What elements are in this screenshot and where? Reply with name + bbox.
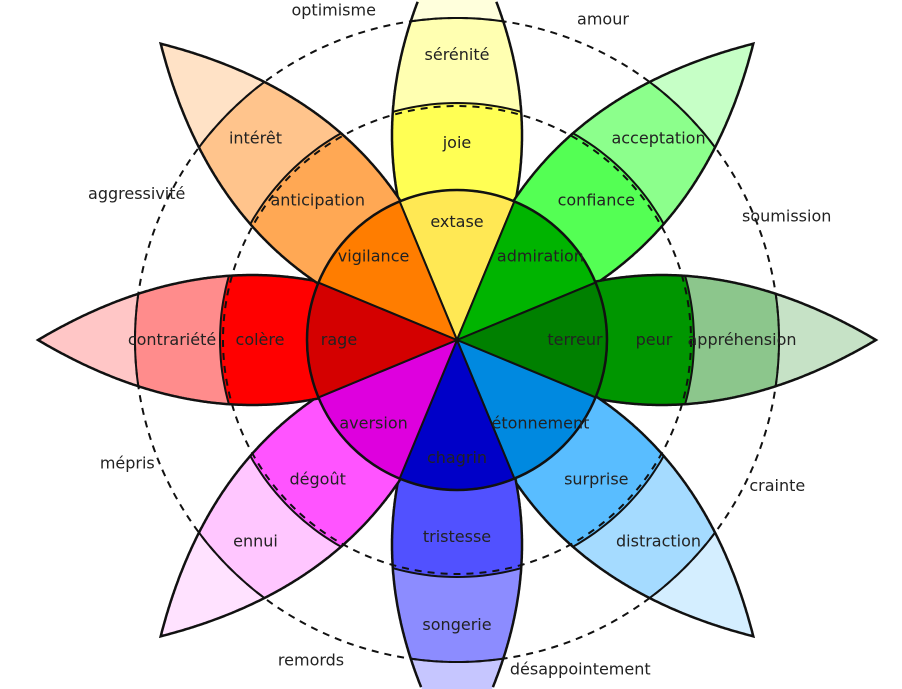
emotion-label-inner: admiration (497, 247, 584, 266)
petal-outline (35, 273, 339, 407)
petal-band-tip[interactable] (410, 658, 504, 689)
petal-band-outer[interactable] (392, 568, 522, 662)
petal-band-tip[interactable] (410, 0, 504, 22)
petal-outline (501, 41, 756, 296)
dyad-label: remords (278, 650, 344, 669)
petal-band-middle[interactable] (392, 458, 522, 577)
emotion-label-outer: appréhension (687, 330, 796, 349)
petal-band-middle[interactable] (502, 385, 664, 547)
dyad-label: optimisme (291, 0, 375, 19)
dyad-labels: amour soumission crainte désappointement rem… (88, 0, 831, 678)
dyad-label: amour (577, 10, 629, 29)
band-boundary (684, 275, 696, 405)
petal-outline (390, 1, 524, 222)
emotion-label-outer: intérêt (229, 128, 282, 147)
emotion-label-outer: songerie (422, 615, 491, 634)
petal-anticipation (158, 41, 413, 296)
petals (35, 0, 879, 689)
petal-band-outer[interactable] (572, 455, 715, 598)
emotion-label-middle: tristesse (423, 527, 491, 546)
emotion-label-inner: aversion (339, 413, 407, 432)
emotion-label-outer: contrariété (128, 330, 216, 349)
petal-outline (158, 384, 413, 639)
emotion-label-middle: peur (636, 330, 673, 349)
petal-band-middle[interactable] (392, 103, 522, 222)
petal-band-tip[interactable] (775, 293, 876, 387)
emotion-label-outer: sérénité (425, 45, 490, 64)
band-boundary (572, 455, 665, 548)
band-boundary (572, 132, 665, 225)
emotion-label-outer: acceptation (611, 128, 705, 147)
petal-band-outer[interactable] (135, 275, 229, 405)
petal-band-outer[interactable] (392, 18, 522, 112)
petal-band-middle[interactable] (220, 275, 339, 405)
emotion-label-middle: surprise (564, 469, 628, 488)
dyad-label: crainte (749, 476, 805, 495)
emotion-label-inner: chagrin (427, 448, 487, 467)
petal-tristesse (390, 458, 524, 689)
petal-band-outer[interactable] (685, 275, 779, 405)
petal-band-middle[interactable] (575, 275, 694, 405)
band-boundary (392, 567, 522, 579)
emotion-label-middle: joie (442, 133, 472, 152)
petal-outline (158, 41, 413, 296)
petal-surprise (501, 384, 756, 639)
petal-band-tip[interactable] (160, 43, 265, 148)
emotion-label-middle: colère (236, 330, 285, 349)
inner-circle (305, 188, 609, 492)
petal-joie (390, 0, 524, 222)
petal-colère (35, 273, 339, 407)
emotion-label-middle: anticipation (270, 191, 365, 210)
petal-band-tip[interactable] (38, 293, 139, 387)
emotion-labels: extase joie sérénité admiration confiance acc… (128, 45, 797, 634)
inner-dashed-ring (222, 105, 692, 575)
emotion-label-outer: distraction (616, 532, 701, 551)
emotion-label-inner: terreur (547, 330, 603, 349)
emotion-label-inner: extase (430, 212, 483, 231)
band-boundary (249, 132, 342, 225)
petal-band-middle[interactable] (250, 385, 412, 547)
dyad-label: mépris (100, 453, 155, 472)
petal-dégoût (158, 384, 413, 639)
petal-band-tip[interactable] (160, 532, 265, 637)
petal-band-middle[interactable] (250, 133, 412, 295)
emotion-label-inner: vigilance (338, 247, 410, 266)
emotion-label-middle: dégoût (290, 469, 346, 488)
band-boundary (249, 455, 342, 548)
petal-band-outer[interactable] (572, 82, 715, 225)
petal-band-outer[interactable] (199, 455, 342, 598)
petal-outline (575, 273, 879, 407)
band-boundary (218, 275, 230, 405)
dashed-rings (134, 17, 780, 663)
inner-circle-outline (305, 188, 609, 492)
petal-band-tip[interactable] (649, 43, 754, 148)
outer-dashed-ring (134, 17, 780, 663)
petal-band-tip[interactable] (649, 532, 754, 637)
dyad-label: soumission (742, 207, 831, 226)
petal-band-middle[interactable] (502, 133, 664, 295)
dyad-label: désappointement (510, 660, 651, 679)
emotion-label-outer: ennui (233, 532, 278, 551)
petal-outline (390, 458, 524, 688)
petal-peur (575, 273, 879, 407)
dyad-label: aggressivité (88, 184, 185, 203)
petal-band-outer[interactable] (199, 82, 342, 225)
petal-outline (501, 384, 756, 639)
emotion-label-middle: confiance (558, 191, 635, 210)
emotion-label-inner: rage (321, 330, 357, 349)
emotion-label-inner: étonnement (492, 413, 590, 432)
band-boundary (392, 101, 522, 113)
